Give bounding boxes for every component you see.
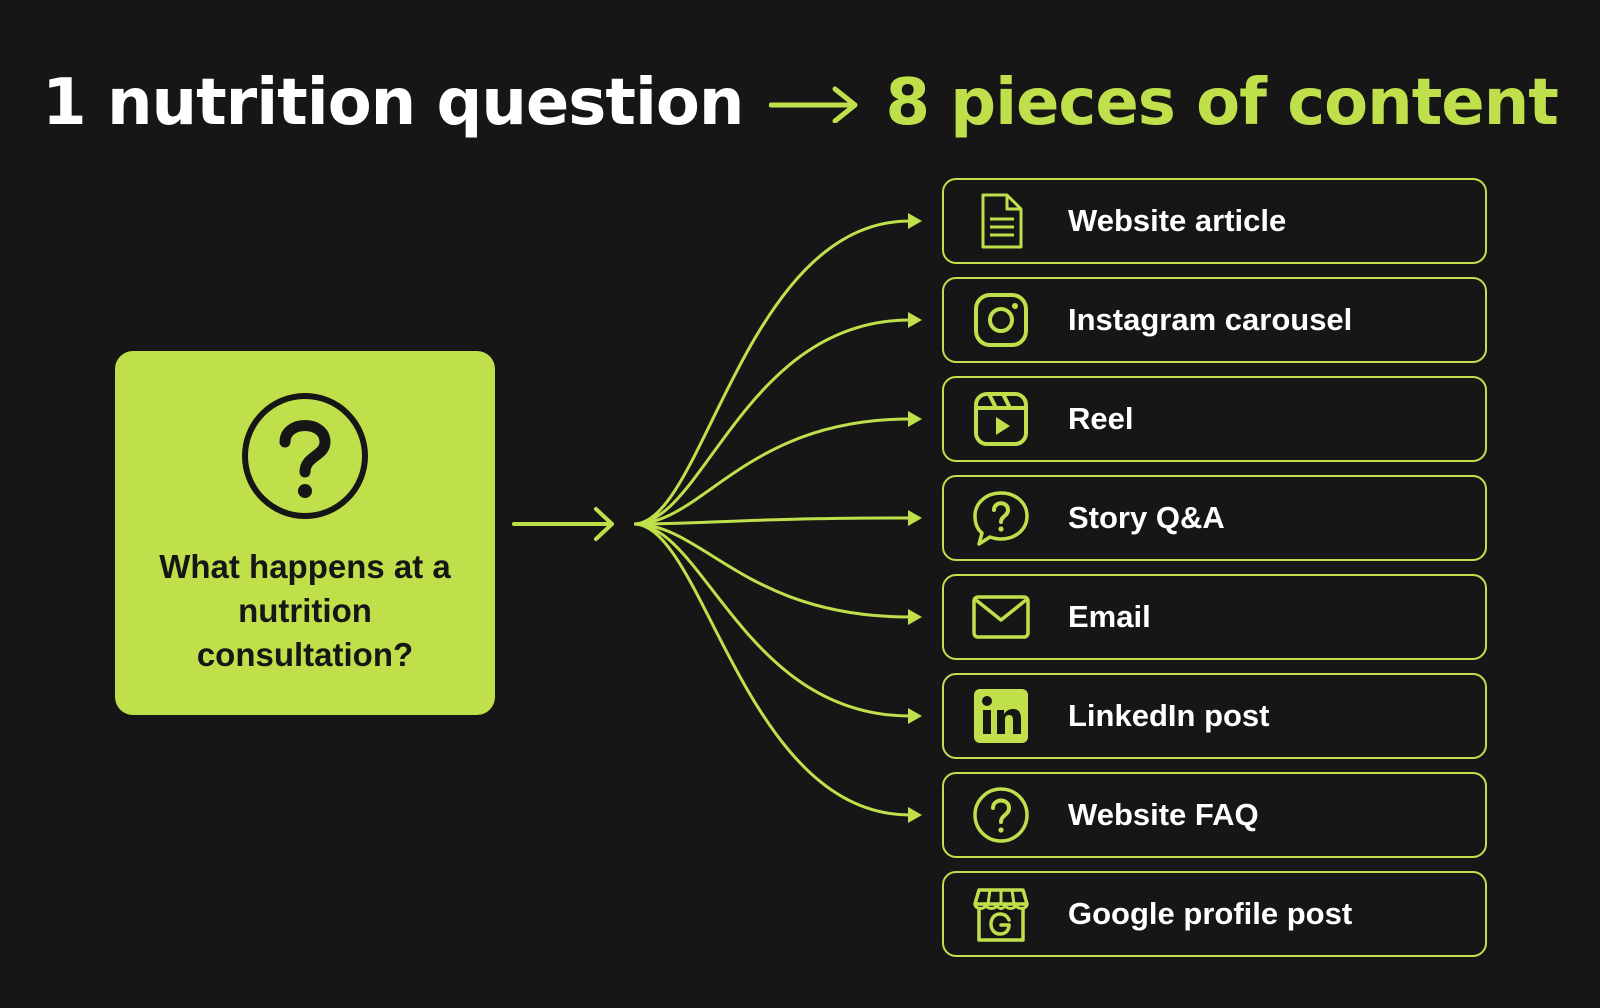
branch-line xyxy=(633,516,911,526)
output-email[interactable]: Email xyxy=(942,574,1487,660)
output-list: Website article Instagram carousel xyxy=(942,178,1487,970)
headline: 1 nutrition question 8 pieces of content xyxy=(0,48,1600,158)
branch-line xyxy=(633,417,911,526)
question-circle-icon xyxy=(242,393,368,519)
source-arrow xyxy=(512,507,614,541)
output-label: Google profile post xyxy=(1068,896,1353,931)
output-story-qa[interactable]: Story Q&A xyxy=(942,475,1487,561)
output-label: Website FAQ xyxy=(1068,797,1259,832)
branch-arrowhead xyxy=(908,411,922,427)
output-label: Email xyxy=(1068,599,1151,634)
output-label: Website article xyxy=(1068,203,1287,238)
output-instagram-carousel[interactable]: Instagram carousel xyxy=(942,277,1487,363)
output-label: LinkedIn post xyxy=(1068,698,1270,733)
reel-icon xyxy=(970,388,1032,450)
branch-arrowhead xyxy=(908,312,922,328)
output-website-faq[interactable]: Website FAQ xyxy=(942,772,1487,858)
question-circle-icon xyxy=(970,784,1032,846)
branch-line xyxy=(633,522,911,718)
branch-arrowhead xyxy=(908,708,922,724)
branch-arrowhead xyxy=(908,510,922,526)
branch-line xyxy=(633,219,911,526)
linkedin-icon xyxy=(970,685,1032,747)
output-google-profile-post[interactable]: Google profile post xyxy=(942,871,1487,957)
document-icon xyxy=(970,190,1032,252)
branch-line xyxy=(633,522,911,817)
output-website-article[interactable]: Website article xyxy=(942,178,1487,264)
branch-lines xyxy=(633,213,922,823)
branch-arrowhead xyxy=(908,609,922,625)
output-label: Instagram carousel xyxy=(1068,302,1353,337)
output-reel[interactable]: Reel xyxy=(942,376,1487,462)
branch-line xyxy=(633,522,911,619)
headline-arrow-icon xyxy=(769,86,858,123)
speech-question-icon xyxy=(970,487,1032,549)
output-label: Story Q&A xyxy=(1068,500,1225,535)
source-question-text: What happens at a nutrition consultation… xyxy=(159,548,451,673)
instagram-icon xyxy=(970,289,1032,351)
google-storefront-icon xyxy=(970,883,1032,945)
headline-result: 8 pieces of content xyxy=(885,66,1558,140)
branch-line xyxy=(633,318,911,526)
output-linkedin-post[interactable]: LinkedIn post xyxy=(942,673,1487,759)
headline-source: 1 nutrition question xyxy=(42,66,744,140)
envelope-icon xyxy=(970,586,1032,648)
source-question-card: What happens at a nutrition consultation… xyxy=(115,351,495,715)
output-label: Reel xyxy=(1068,401,1134,436)
branch-arrowhead xyxy=(908,807,922,823)
branch-arrowhead xyxy=(908,213,922,229)
